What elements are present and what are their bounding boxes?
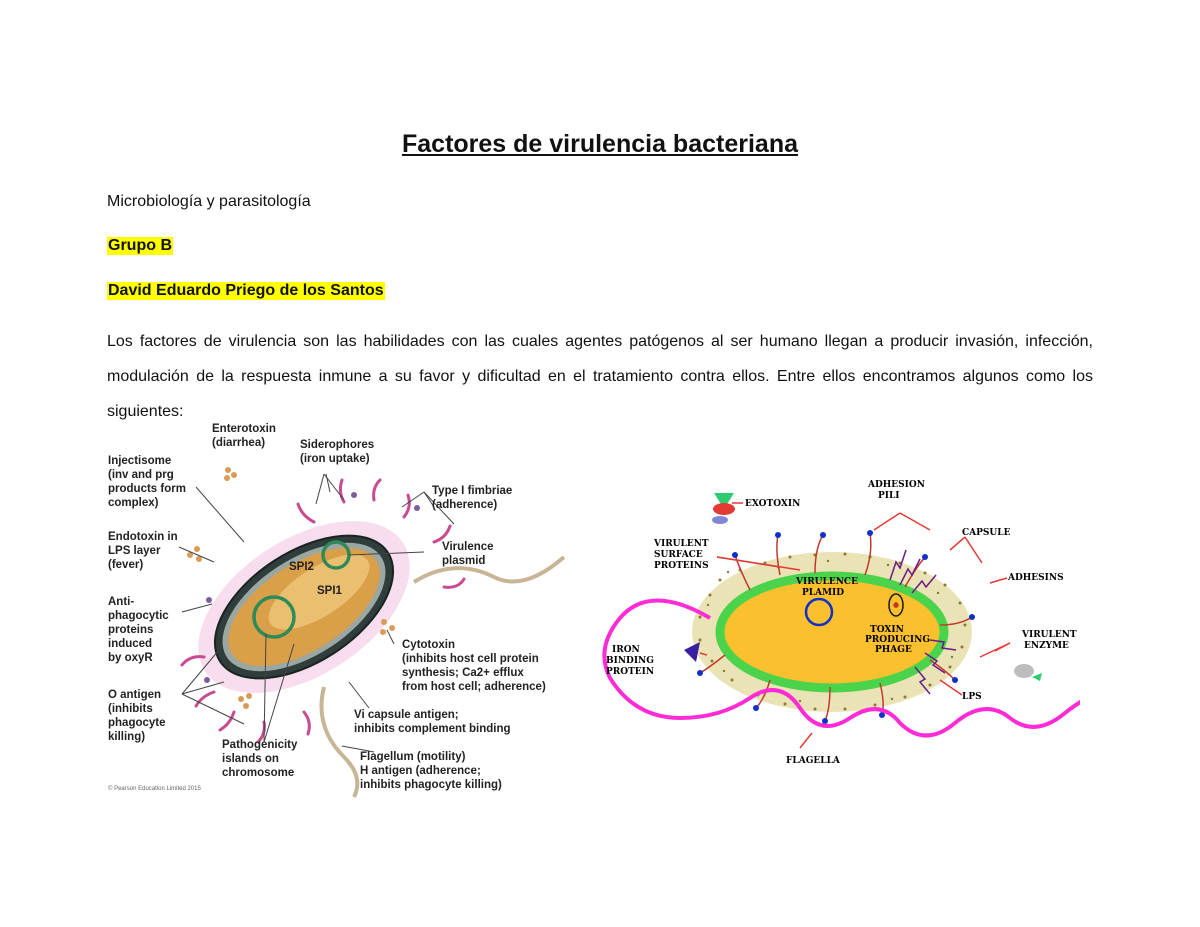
label-type1-fimbriae: Type I fimbriae xyxy=(432,485,512,497)
svg-text:Cytotoxin (inhibits host c: Cytotoxin (inhibits host cell protein sy… xyxy=(402,639,546,693)
svg-text:Siderophores (iron uptake): Siderophores (iron uptake) xyxy=(300,439,377,465)
intro-paragraph: Los factores de virulencia son las habil… xyxy=(107,333,1093,420)
virulence-plasmid-circle xyxy=(804,597,834,627)
label-vi-capsule: Vi capsule antigen; xyxy=(354,709,459,721)
label-iron-binding: IRON xyxy=(612,645,640,655)
bacterium-schematic: EXOTOXIN ADHESION PILI CAPSULE VIRULENT … xyxy=(602,480,1080,766)
svg-text:Vi capsule antigen; inhibi: Vi capsule antigen; inhibits complement … xyxy=(354,709,511,735)
svg-text:ADHESION PILI: ADHESION PILI xyxy=(867,480,928,501)
svg-text:Anti- phagocytic prote: Anti- phagocytic proteins induced by oxy… xyxy=(108,596,172,664)
label-enterotoxin: Enterotoxin xyxy=(212,423,276,435)
flagellum xyxy=(412,555,566,584)
label-virulent-enzyme: VIRULENT xyxy=(1021,630,1077,640)
label-capsule: CAPSULE xyxy=(962,528,1011,538)
bacterium-diagram-labeled: Enterotoxin (diarrhea) Siderophores (iro… xyxy=(108,423,566,798)
svg-text:O antigen (inhibits ph: O antigen (inhibits phagocyte killing) xyxy=(108,689,169,743)
iron-binding-shape xyxy=(684,642,700,662)
label-virulence-plamid: VIRULENCE xyxy=(795,577,858,587)
label-cytotoxin: Cytotoxin xyxy=(402,639,455,651)
label-toxin-phage: TOXIN xyxy=(870,625,904,635)
label-flagellum: Flagellum (motility) xyxy=(360,751,466,763)
label-spi2: SPI2 xyxy=(289,561,314,573)
svg-text:Type I fimbriae (adherence: Type I fimbriae (adherence) xyxy=(432,485,516,511)
label-virulence-plasmid: Virulence xyxy=(442,541,494,553)
label-spi1: SPI1 xyxy=(317,585,343,597)
plasmid-circle-spi xyxy=(252,595,296,639)
adhesins xyxy=(889,549,957,695)
svg-text:Enterotoxin (diarrhea): Enterotoxin (diarrhea) xyxy=(212,423,279,449)
svg-text:VIRULENCE PLAMID: VIRULENCE PLAMID xyxy=(795,577,861,598)
label-arrows xyxy=(699,502,1011,749)
label-endotoxin: Endotoxin in xyxy=(108,531,178,543)
svg-text:Endotoxin in LPS layer: Endotoxin in LPS layer (fever) xyxy=(108,531,181,571)
svg-text:IRON BINDING PROTEIN: IRON BINDING PROTEIN xyxy=(606,645,657,677)
label-o-antigen: O antigen xyxy=(108,689,161,701)
label-adhesins: ADHESINS xyxy=(1007,573,1064,583)
label-adhesion-pili: ADHESION xyxy=(867,480,925,490)
flagellum-wave xyxy=(602,598,1080,738)
enzyme-shape xyxy=(1014,664,1034,678)
svg-text:Pathogenicity islands on: Pathogenicity islands on chromosome xyxy=(222,739,301,779)
document-title: Factores de virulencia bacteriana xyxy=(401,130,798,158)
label-virulent-surface: VIRULENT xyxy=(653,539,709,549)
label-siderophores: Siderophores xyxy=(300,439,374,451)
svg-text:VIRULENT ENZYME: VIRULENT ENZYME xyxy=(1021,630,1080,651)
subject-line: Microbiología y parasitología xyxy=(107,193,311,210)
label-antiphagocytic: Anti- xyxy=(108,596,134,608)
label-exotoxin: EXOTOXIN xyxy=(745,499,800,509)
svg-text:TOXIN PRODUCING PHAGE: TOXIN PRODUCING PHAGE xyxy=(865,625,933,655)
svg-text:Virulence plasmid: Virulence plasmid xyxy=(442,541,497,567)
label-injectisome: Injectisome xyxy=(108,455,171,467)
label-lps: LPS xyxy=(962,692,982,702)
svg-text:Flagellum (motility) H ant: Flagellum (motility) H antigen (adherenc… xyxy=(360,751,502,791)
svg-text:VIRULENT SURFACE PROTE: VIRULENT SURFACE PROTEINS xyxy=(653,539,712,571)
fimbriae xyxy=(180,478,466,744)
svg-text:Injectisome (inv and prg: Injectisome (inv and prg products form c… xyxy=(108,455,189,509)
group-label: Grupo B xyxy=(107,237,173,255)
label-pathogenicity: Pathogenicity xyxy=(222,739,298,751)
figure-credit: © Pearson Education Limited 2015 xyxy=(108,785,201,792)
exotoxin-triangle xyxy=(714,493,734,509)
label-flagella: FLAGELLA xyxy=(786,756,841,766)
author-name: David Eduardo Priego de los Santos xyxy=(107,282,385,300)
